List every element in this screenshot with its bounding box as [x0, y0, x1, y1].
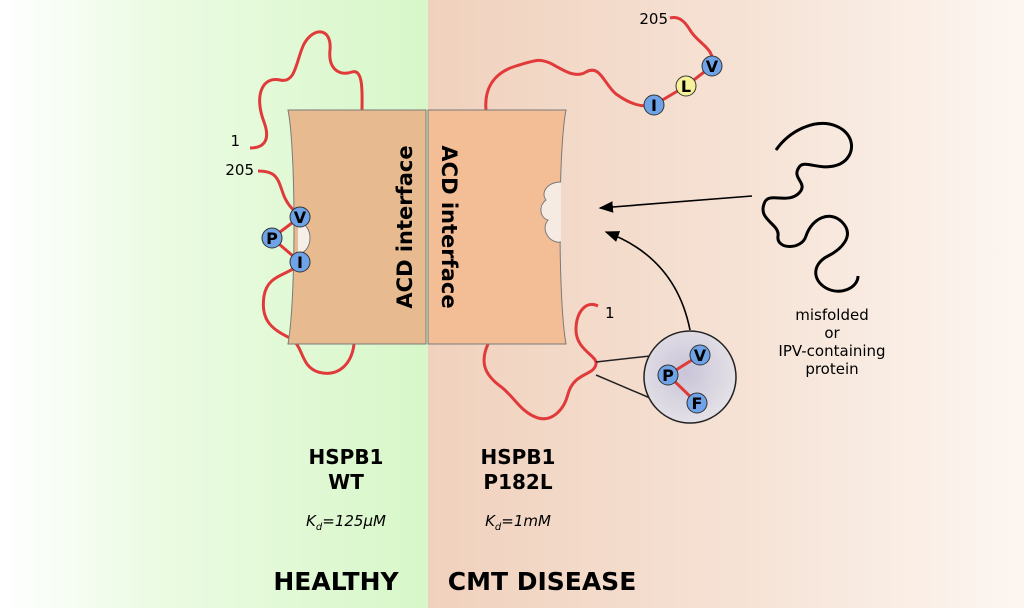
mutant-residue-i: I [643, 94, 665, 116]
mutant-empty-pocket [540, 181, 562, 243]
zoom-pointer-lower [595, 374, 651, 399]
healthy-footer: HEALTHY [273, 567, 399, 596]
client-label-line3: IPV-containing [778, 342, 885, 360]
client-label-line2: or [824, 324, 840, 342]
mutant-name-line2: P182L [483, 470, 552, 494]
mutant-monomer: ACD interface 1 205 I L V P V [427, 10, 753, 424]
wt-n-terminal-tail [249, 30, 364, 150]
wt-n-terminus-label: 1 [230, 132, 240, 150]
wt-kd: Kd=125μM [306, 512, 386, 533]
wt-c-terminus-label: 205 [225, 161, 254, 179]
client-to-pocket-arrow [598, 195, 753, 213]
zoom-pointer-upper [595, 355, 651, 363]
svg-text:P: P [662, 366, 674, 385]
mutant-n-terminal-tail [482, 303, 599, 421]
mutant-name-line1: HSPB1 [481, 445, 556, 469]
wt-name-line1: HSPB1 [309, 445, 384, 469]
wt-residue-p: P [261, 227, 283, 249]
cmt-disease-footer: CMT DISEASE [448, 567, 637, 596]
svg-text:V: V [706, 57, 719, 76]
svg-text:I: I [297, 253, 303, 272]
misfolded-client-protein: misfolded or IPV-containing protein [761, 122, 886, 378]
svg-text:V: V [294, 208, 307, 227]
svg-text:P: P [266, 229, 278, 248]
mutant-acd-interface-label: ACD interface [437, 145, 461, 308]
mutant-residue-l: L [675, 75, 697, 97]
client-label-line4: protein [805, 360, 858, 378]
wt-monomer: ACD interface 1 205 V P I [225, 30, 427, 375]
svg-text:I: I [651, 96, 657, 115]
svg-text:L: L [681, 77, 691, 96]
mutant-n-terminus-label: 1 [605, 304, 615, 322]
wt-alpha-crystallin-domain [287, 109, 427, 345]
client-label-line1: misfolded [795, 306, 869, 324]
wt-residue-v: V [289, 206, 311, 228]
svg-text:V: V [694, 346, 707, 365]
mutant-c-terminal-tail [484, 58, 655, 111]
mutant-c-terminus-label: 205 [639, 10, 668, 28]
zoom-residue-f: F [686, 392, 708, 414]
wt-name-line2: WT [328, 470, 364, 494]
zoom-to-pocket-arrow [604, 231, 691, 331]
zoom-inset [643, 330, 737, 424]
svg-text:F: F [692, 394, 703, 413]
client-chain [761, 122, 860, 293]
wt-residue-i: I [289, 251, 311, 273]
zoom-residue-p: P [657, 364, 679, 386]
zoom-residue-v: V [689, 344, 711, 366]
mutant-kd: Kd=1mM [485, 512, 551, 533]
wt-acd-interface-label: ACD interface [393, 145, 417, 308]
mutant-residue-v: V [701, 55, 723, 77]
